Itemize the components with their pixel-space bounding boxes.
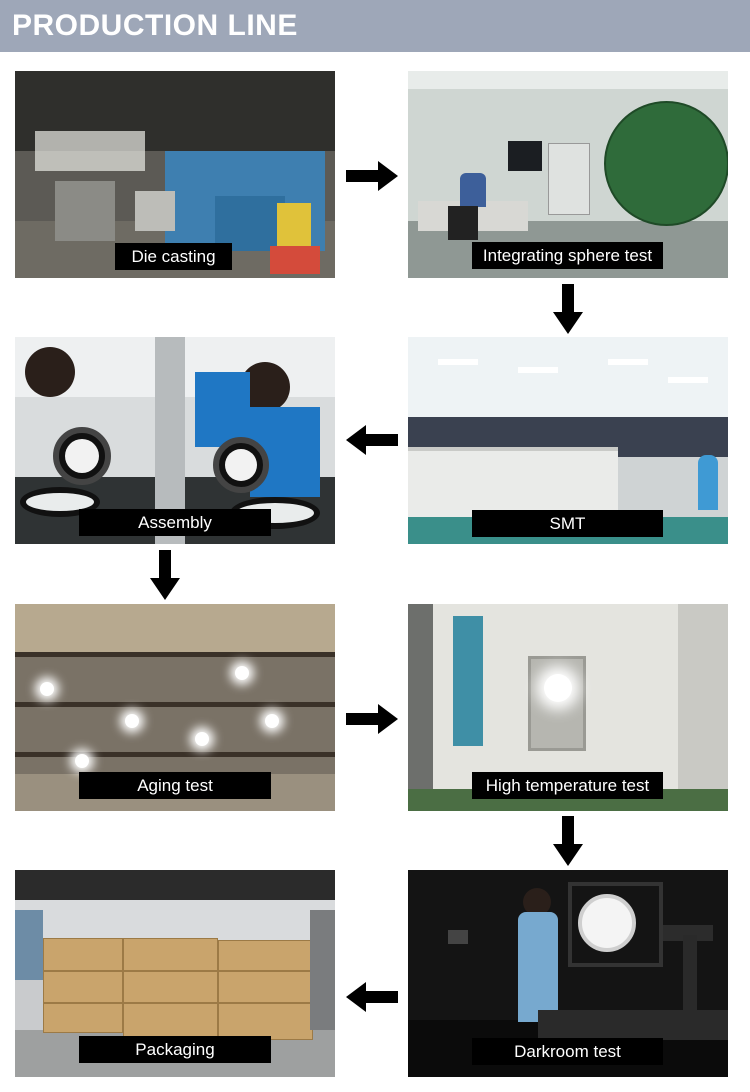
arrow-down-icon (553, 284, 583, 334)
caption-aging-test: Aging test (79, 772, 271, 799)
arrow-left-icon (346, 425, 398, 455)
caption-smt: SMT (472, 510, 663, 537)
caption-assembly: Assembly (79, 509, 271, 536)
photo-aging-test (15, 604, 335, 811)
photo-integrating-sphere (408, 71, 728, 278)
arrow-right-icon (346, 704, 398, 734)
arrow-left-icon (346, 982, 398, 1012)
arrow-down-icon (150, 550, 180, 600)
photo-die-casting (15, 71, 335, 278)
arrow-down-icon (553, 816, 583, 866)
caption-die-casting: Die casting (115, 243, 232, 270)
page-title: PRODUCTION LINE (12, 9, 298, 42)
caption-high-temperature: High temperature test (472, 772, 663, 799)
caption-darkroom: Darkroom test (472, 1038, 663, 1065)
caption-integrating-sphere: Integrating sphere test (472, 242, 663, 269)
caption-packaging: Packaging (79, 1036, 271, 1063)
arrow-right-icon (346, 161, 398, 191)
header-banner: PRODUCTION LINE (0, 0, 750, 52)
